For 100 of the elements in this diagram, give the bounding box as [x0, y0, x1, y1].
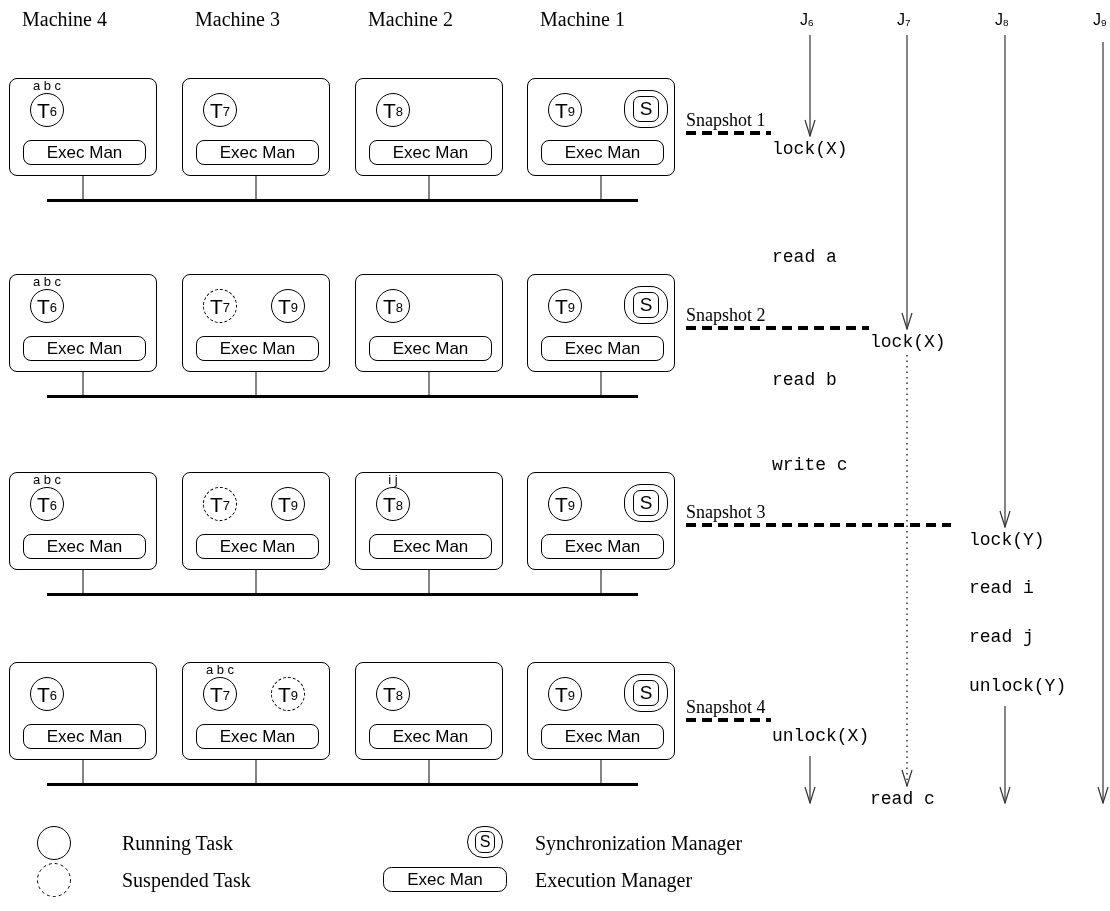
- network-bus: [47, 199, 638, 202]
- machine-box: [182, 472, 330, 570]
- exec-manager-pill: Exec Man: [541, 534, 664, 559]
- exec-manager-pill: Exec Man: [196, 140, 319, 165]
- sync-manager-label: S: [632, 680, 660, 706]
- operation-label: read i: [969, 578, 1034, 598]
- machine-box: [355, 662, 503, 760]
- sync-manager-label: S: [632, 490, 660, 516]
- machine-box: [355, 472, 503, 570]
- sync-manager-label: S: [632, 96, 660, 122]
- sync-manager-symbol: [624, 674, 668, 712]
- snapshot-label: Snapshot 4: [686, 697, 766, 717]
- exec-manager-pill: Exec Man: [541, 336, 664, 361]
- snapshot-label: Snapshot 3: [686, 502, 766, 522]
- connector-line: [600, 759, 602, 784]
- arrow: [999, 705, 1011, 804]
- exec-manager-pill: Exec Man: [369, 140, 492, 165]
- machine-header: Machine 2: [368, 8, 453, 30]
- exec-manager-pill: Exec Man: [369, 336, 492, 361]
- machine-box: [355, 78, 503, 176]
- job-label: J$_{9}$: [1093, 10, 1107, 32]
- exec-manager-pill: Exec Man: [369, 534, 492, 559]
- exec-manager-pill: Exec Man: [196, 724, 319, 749]
- connector-line: [600, 569, 602, 594]
- variable-list: a b c: [205, 664, 235, 676]
- variable-list: a b c: [32, 474, 62, 486]
- connector-line: [82, 175, 84, 200]
- exec-manager-pill: Exec Man: [23, 336, 146, 361]
- connector-line: [255, 175, 257, 200]
- connector-line: [428, 371, 430, 396]
- connector-line: [82, 371, 84, 396]
- sample-label: S: [474, 831, 496, 853]
- operation-label: unlock(X): [772, 726, 870, 746]
- machine-header: Machine 1: [540, 8, 625, 30]
- sync-manager-symbol: [624, 90, 668, 128]
- operation-label: lock(Y): [969, 530, 1045, 550]
- connector-line: [255, 371, 257, 396]
- machine-header: Machine 4: [22, 8, 107, 30]
- legend-label: Execution Manager: [535, 869, 693, 891]
- job-label: J$_{6}$: [800, 10, 814, 32]
- machine-box: [182, 78, 330, 176]
- connector-line: [255, 759, 257, 784]
- exec-manager-pill: Exec Man: [541, 724, 664, 749]
- connector-line: [428, 759, 430, 784]
- operation-label: lock(X): [870, 332, 946, 352]
- arrow: [901, 34, 913, 330]
- arrow: [999, 34, 1011, 528]
- job-label: J$_{7}$: [897, 10, 911, 32]
- exec-manager-pill: Exec Man: [23, 534, 146, 559]
- connector-line: [600, 175, 602, 200]
- machine-box: [182, 274, 330, 372]
- network-bus: [47, 783, 638, 786]
- operation-label: read a: [772, 247, 837, 267]
- variable-list: i j: [388, 474, 398, 486]
- operation-label: write c: [772, 455, 848, 475]
- legend-label: Suspended Task: [122, 869, 251, 891]
- machine-box: [527, 662, 675, 760]
- exec-manager-pill: Exec Man: [23, 724, 146, 749]
- machine-box: [527, 472, 675, 570]
- snapshot-label: Snapshot 1: [686, 110, 766, 130]
- sync-manager-symbol: [624, 286, 668, 324]
- connector-line: [82, 759, 84, 784]
- variable-list: a b c: [32, 276, 62, 288]
- connector-line: [428, 175, 430, 200]
- machine-box: [527, 78, 675, 176]
- machine-box: [9, 78, 157, 176]
- arrow: [901, 354, 913, 787]
- connector-line: [428, 569, 430, 594]
- machine-box: [527, 274, 675, 372]
- machine-box: [182, 662, 330, 760]
- network-bus: [47, 593, 638, 596]
- sync-manager-symbol: [624, 484, 668, 522]
- sample-label: Exec Man: [407, 870, 483, 889]
- machine-box: [9, 472, 157, 570]
- network-bus: [47, 395, 638, 398]
- machine-box: [9, 662, 157, 760]
- machine-box: [355, 274, 503, 372]
- connector-line: [600, 371, 602, 396]
- operation-label: read j: [969, 627, 1034, 647]
- exec-manager-pill: Exec Man: [196, 336, 319, 361]
- exec-manager-pill: Exec Man: [23, 140, 146, 165]
- machine-header: Machine 3: [195, 8, 280, 30]
- arrow: [804, 34, 816, 137]
- arrow: [1097, 41, 1109, 804]
- legend-label: Synchronization Manager: [535, 832, 743, 854]
- machine-box: [9, 274, 157, 372]
- connector-line: [82, 569, 84, 594]
- exec-manager-pill: Exec Man: [369, 724, 492, 749]
- variable-list: a b c: [32, 80, 62, 92]
- operation-label: read b: [772, 370, 837, 390]
- connector-line: [255, 569, 257, 594]
- sync-manager-label: S: [632, 292, 660, 318]
- snapshot-label: Snapshot 2: [686, 305, 766, 325]
- job-label: J$_{8}$: [995, 10, 1009, 32]
- operation-label: read c: [870, 789, 935, 809]
- exec-manager-pill: Exec Man: [541, 140, 664, 165]
- operation-label: unlock(Y): [969, 676, 1067, 696]
- arrow: [804, 755, 816, 804]
- legend-label: Running Task: [122, 832, 233, 854]
- operation-label: lock(X): [772, 139, 848, 159]
